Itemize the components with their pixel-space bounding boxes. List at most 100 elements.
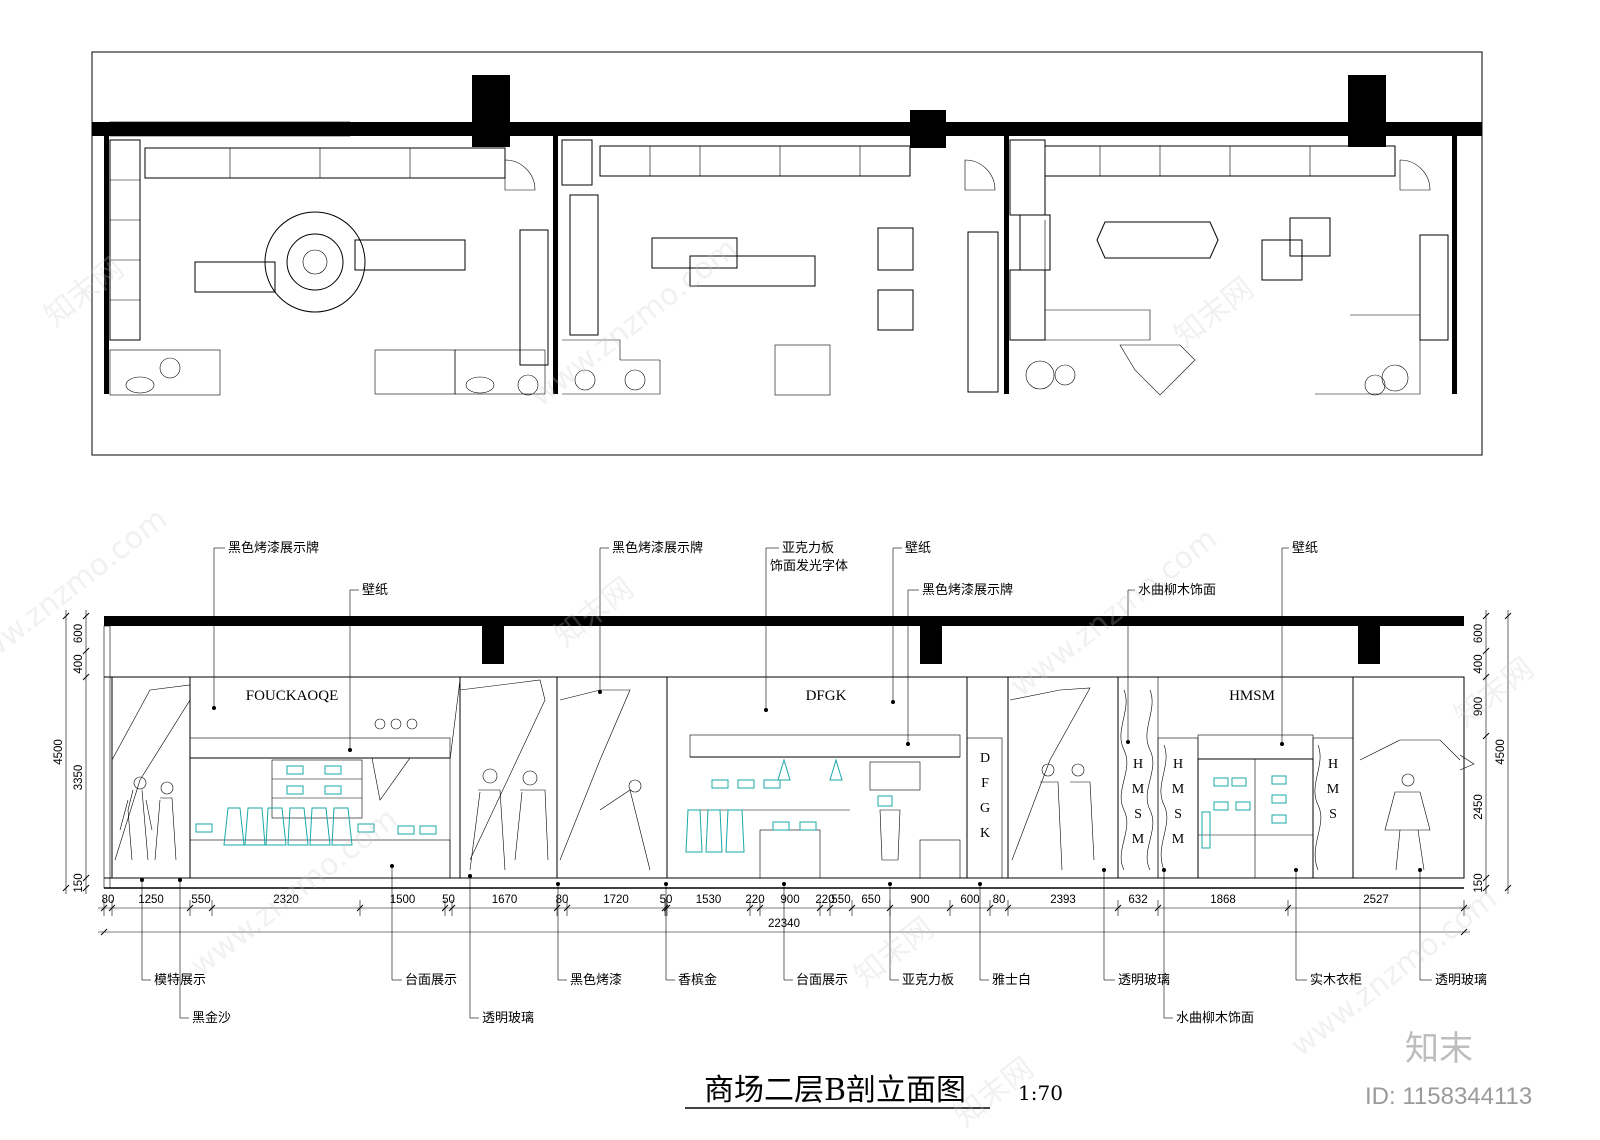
dfgk-vertical-letter: D xyxy=(980,751,990,766)
dfgk-vertical-letter: F xyxy=(981,776,989,791)
plan-store-1 xyxy=(109,139,549,396)
plan-store-2 xyxy=(561,139,999,396)
bottom-callout-label: 雅士白 xyxy=(992,972,1031,988)
hmsm-vertical-letter: S xyxy=(1329,807,1337,822)
horizontal-dimension-value: 220 xyxy=(815,894,834,906)
callout-dot xyxy=(1126,740,1130,744)
callout-dot xyxy=(764,708,768,712)
callout-dot xyxy=(140,878,144,882)
bottom-callout-label: 黑色烤漆 xyxy=(570,972,622,988)
hmsm-vertical-letter: M xyxy=(1172,832,1185,847)
dfgk-vertical-letter: G xyxy=(980,801,990,816)
bottom-callout-label: 黑金沙 xyxy=(192,1010,231,1026)
dim-tick xyxy=(100,928,108,936)
horizontal-dimension-value: 1670 xyxy=(492,894,518,906)
callout-dot xyxy=(1418,868,1422,872)
dim-tick xyxy=(1482,673,1490,681)
horizontal-dimension-value: 80 xyxy=(993,894,1006,906)
horizontal-dimension-value: 1868 xyxy=(1210,894,1236,906)
image-id: ID: 1158344113 xyxy=(1365,1083,1532,1110)
bottom-callout-label: 透明玻璃 xyxy=(1118,973,1170,988)
callout-dot xyxy=(891,700,895,704)
top-callout-label: 水曲柳木饰面 xyxy=(1138,583,1216,598)
dim-tick xyxy=(82,673,90,681)
horizontal-dimension-value: 1530 xyxy=(696,894,722,906)
horizontal-dimension-value: 50 xyxy=(442,894,455,906)
top-callout-label: 壁纸 xyxy=(1292,541,1318,556)
vertical-dimension-value: 600 xyxy=(1473,624,1485,643)
teal-clothes-1 xyxy=(195,765,437,846)
dim-tick xyxy=(1504,884,1512,892)
hmsm-vertical-letter: M xyxy=(1327,782,1340,797)
bottom-callout-label: 亚克力板 xyxy=(902,973,954,988)
hmsm-vertical-letter: M xyxy=(1172,782,1185,797)
elevation-beam xyxy=(1358,626,1380,664)
brand-logo-text: 知末 xyxy=(1405,1029,1473,1069)
top-callout-labels: 黑色烤漆展示牌壁纸黑色烤漆展示牌亚克力板饰面发光字体壁纸黑色烤漆展示牌水曲柳木饰… xyxy=(212,540,1318,752)
callout-dot xyxy=(178,878,182,882)
dim-tick xyxy=(1482,612,1490,620)
horizontal-dimension-value: 2527 xyxy=(1363,894,1389,906)
plan-column xyxy=(472,75,510,147)
callout-dot xyxy=(664,882,668,886)
callout-dot xyxy=(556,882,560,886)
vertical-dimension-value: 600 xyxy=(73,624,85,643)
elevation-beam xyxy=(920,626,942,664)
bottom-callout-label: 透明玻璃 xyxy=(482,1011,534,1026)
hmsm-vertical-letter: M xyxy=(1132,832,1145,847)
vertical-dimension-value: 2450 xyxy=(1473,794,1485,820)
top-callout-label: 黑色烤漆展示牌 xyxy=(612,540,703,556)
hmsm-vertical-letter: S xyxy=(1134,807,1142,822)
dim-tick xyxy=(82,647,90,655)
callout-dot xyxy=(390,864,394,868)
elevation-store-3 xyxy=(1007,676,1475,879)
callout-dot xyxy=(782,882,786,886)
drawing-title: 商场二层B剖立面图 xyxy=(704,1073,966,1108)
hmsm-vertical-letter: M xyxy=(1132,782,1145,797)
watermark-text: 知末网 xyxy=(38,251,130,334)
hmsm-vertical-letter: H xyxy=(1133,757,1143,772)
dfgk-vertical-letter: K xyxy=(980,826,990,841)
callout-dot xyxy=(978,882,982,886)
bottom-callout-label: 透明玻璃 xyxy=(1435,973,1487,988)
watermark-text: 知末网 xyxy=(1168,271,1260,354)
top-callout-label: 黑色烤漆展示牌 xyxy=(228,540,319,556)
store-sign-fouckaoqe: FOUCKAOQE xyxy=(246,688,339,704)
horizontal-dimension-value: 600 xyxy=(960,894,979,906)
dim-tick xyxy=(1482,874,1490,882)
vertical-dimension-value: 150 xyxy=(1473,873,1485,892)
horizontal-dimension-value: 632 xyxy=(1128,894,1147,906)
top-callout-label: 饰面发光字体 xyxy=(770,558,848,574)
plan-column xyxy=(1348,75,1386,147)
callout-dot xyxy=(598,690,602,694)
bottom-callout-label: 香槟金 xyxy=(678,972,717,988)
teal-clothes-2 xyxy=(685,758,893,853)
vertical-total-dimension: 4500 xyxy=(1495,739,1507,765)
hmsm-vertical-letter: H xyxy=(1328,757,1338,772)
vertical-dimension-value: 150 xyxy=(73,873,85,892)
vertical-total-dimension: 4500 xyxy=(53,739,65,765)
dim-tick xyxy=(82,884,90,892)
dim-tick xyxy=(1504,612,1512,620)
callout-dot xyxy=(468,874,472,878)
watermark-text: 知末网 xyxy=(1448,651,1540,734)
horizontal-dimension-value: 80 xyxy=(556,894,569,906)
dim-tick xyxy=(62,612,70,620)
total-width-dimension: 22340 xyxy=(768,918,800,930)
hmsm-vertical-letter: S xyxy=(1174,807,1182,822)
horizontal-dimension-value: 900 xyxy=(780,894,799,906)
drawing-title-block: 商场二层B剖立面图 1:70 xyxy=(685,1073,1063,1109)
elevation-beam xyxy=(482,626,504,664)
callout-dot xyxy=(1294,868,1298,872)
callout-dot xyxy=(906,742,910,746)
bottom-callout-label: 台面展示 xyxy=(796,973,848,988)
top-callout-label: 壁纸 xyxy=(905,541,931,556)
callout-dot xyxy=(212,706,216,710)
dim-tick xyxy=(1482,732,1490,740)
horizontal-dimension-value: 220 xyxy=(745,894,764,906)
vertical-dimension-value: 400 xyxy=(1473,654,1485,673)
callout-dot xyxy=(1162,868,1166,872)
